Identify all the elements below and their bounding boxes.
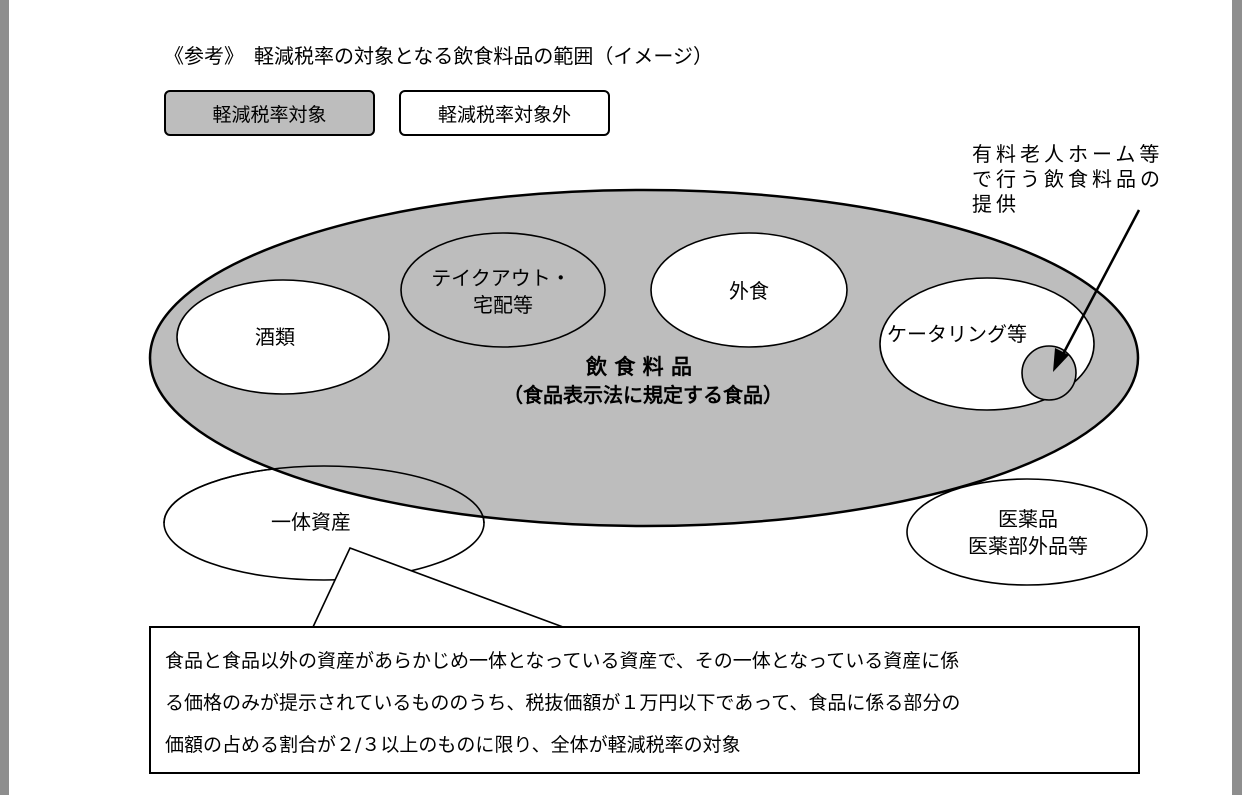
- annotation-line2: で行う飲食料品の: [972, 167, 1164, 191]
- diagram-canvas: 酒類 テイクアウト・ 宅配等 外食 ケータリング等 飲 食 料 品 （食品表示法…: [148, 188, 1148, 628]
- note-line3: 価額の占める割合が２/３以上のものに限り、全体が軽減税率の対象: [165, 734, 741, 756]
- medicine-ellipse: [906, 478, 1148, 586]
- takeout-label-line1: テイクアウト・: [431, 266, 571, 290]
- note-line1: 食品と食品以外の資産があらかじめ一体となっている資産で、その一体となっている資産…: [165, 650, 960, 672]
- legend-included-label: 軽減税率対象: [212, 103, 327, 126]
- catering-label: ケータリング等: [887, 322, 1027, 346]
- legend-excluded: 軽減税率対象外: [399, 90, 610, 136]
- bundled-assets-label: 一体資産: [271, 510, 351, 534]
- alcohol-label: 酒類: [255, 325, 295, 349]
- dining-out-ellipse: [650, 232, 848, 348]
- dining-out-label: 外食: [729, 279, 769, 303]
- legend-included: 軽減税率対象: [164, 90, 375, 136]
- bundled-assets-note: 食品と食品以外の資産があらかじめ一体となっている資産で、その一体となっている資産…: [149, 626, 1140, 774]
- document-page: 《参考》 軽減税率の対象となる飲食料品の範囲（イメージ） 軽減税率対象 軽減税率…: [9, 0, 1232, 795]
- annotation-arrow-line: [1059, 209, 1141, 359]
- medicine-label-line1: 医薬品: [998, 507, 1058, 531]
- diagram-title: 《参考》 軽減税率の対象となる飲食料品の範囲（イメージ）: [164, 44, 713, 68]
- annotation-line1: 有料老人ホーム等: [972, 142, 1164, 166]
- note-line2: る価格のみが提示されているもののうち、税抜価額が１万円以下であって、食品に係る部…: [165, 692, 961, 714]
- nursing-home-annotation: 有料老人ホーム等 で行う飲食料品の 提供: [972, 142, 1164, 217]
- food-beverage-ellipse: [148, 188, 1140, 528]
- medicine-label-line2: 医薬部外品等: [968, 534, 1088, 558]
- alcohol-ellipse: [176, 279, 390, 395]
- nursing-home-circle: [1021, 345, 1077, 401]
- annotation-line3: 提供: [972, 192, 1020, 216]
- legend-excluded-label: 軽減税率対象外: [437, 103, 571, 126]
- main-label-line1: 飲 食 料 品: [585, 355, 692, 379]
- main-label-line2: （食品表示法に規定する食品）: [503, 383, 783, 407]
- bundled-assets-inner-arc: [163, 465, 485, 524]
- annotation-arrowhead: [1053, 348, 1069, 372]
- takeout-label-line2: 宅配等: [473, 293, 533, 317]
- takeout-ellipse: [400, 232, 606, 348]
